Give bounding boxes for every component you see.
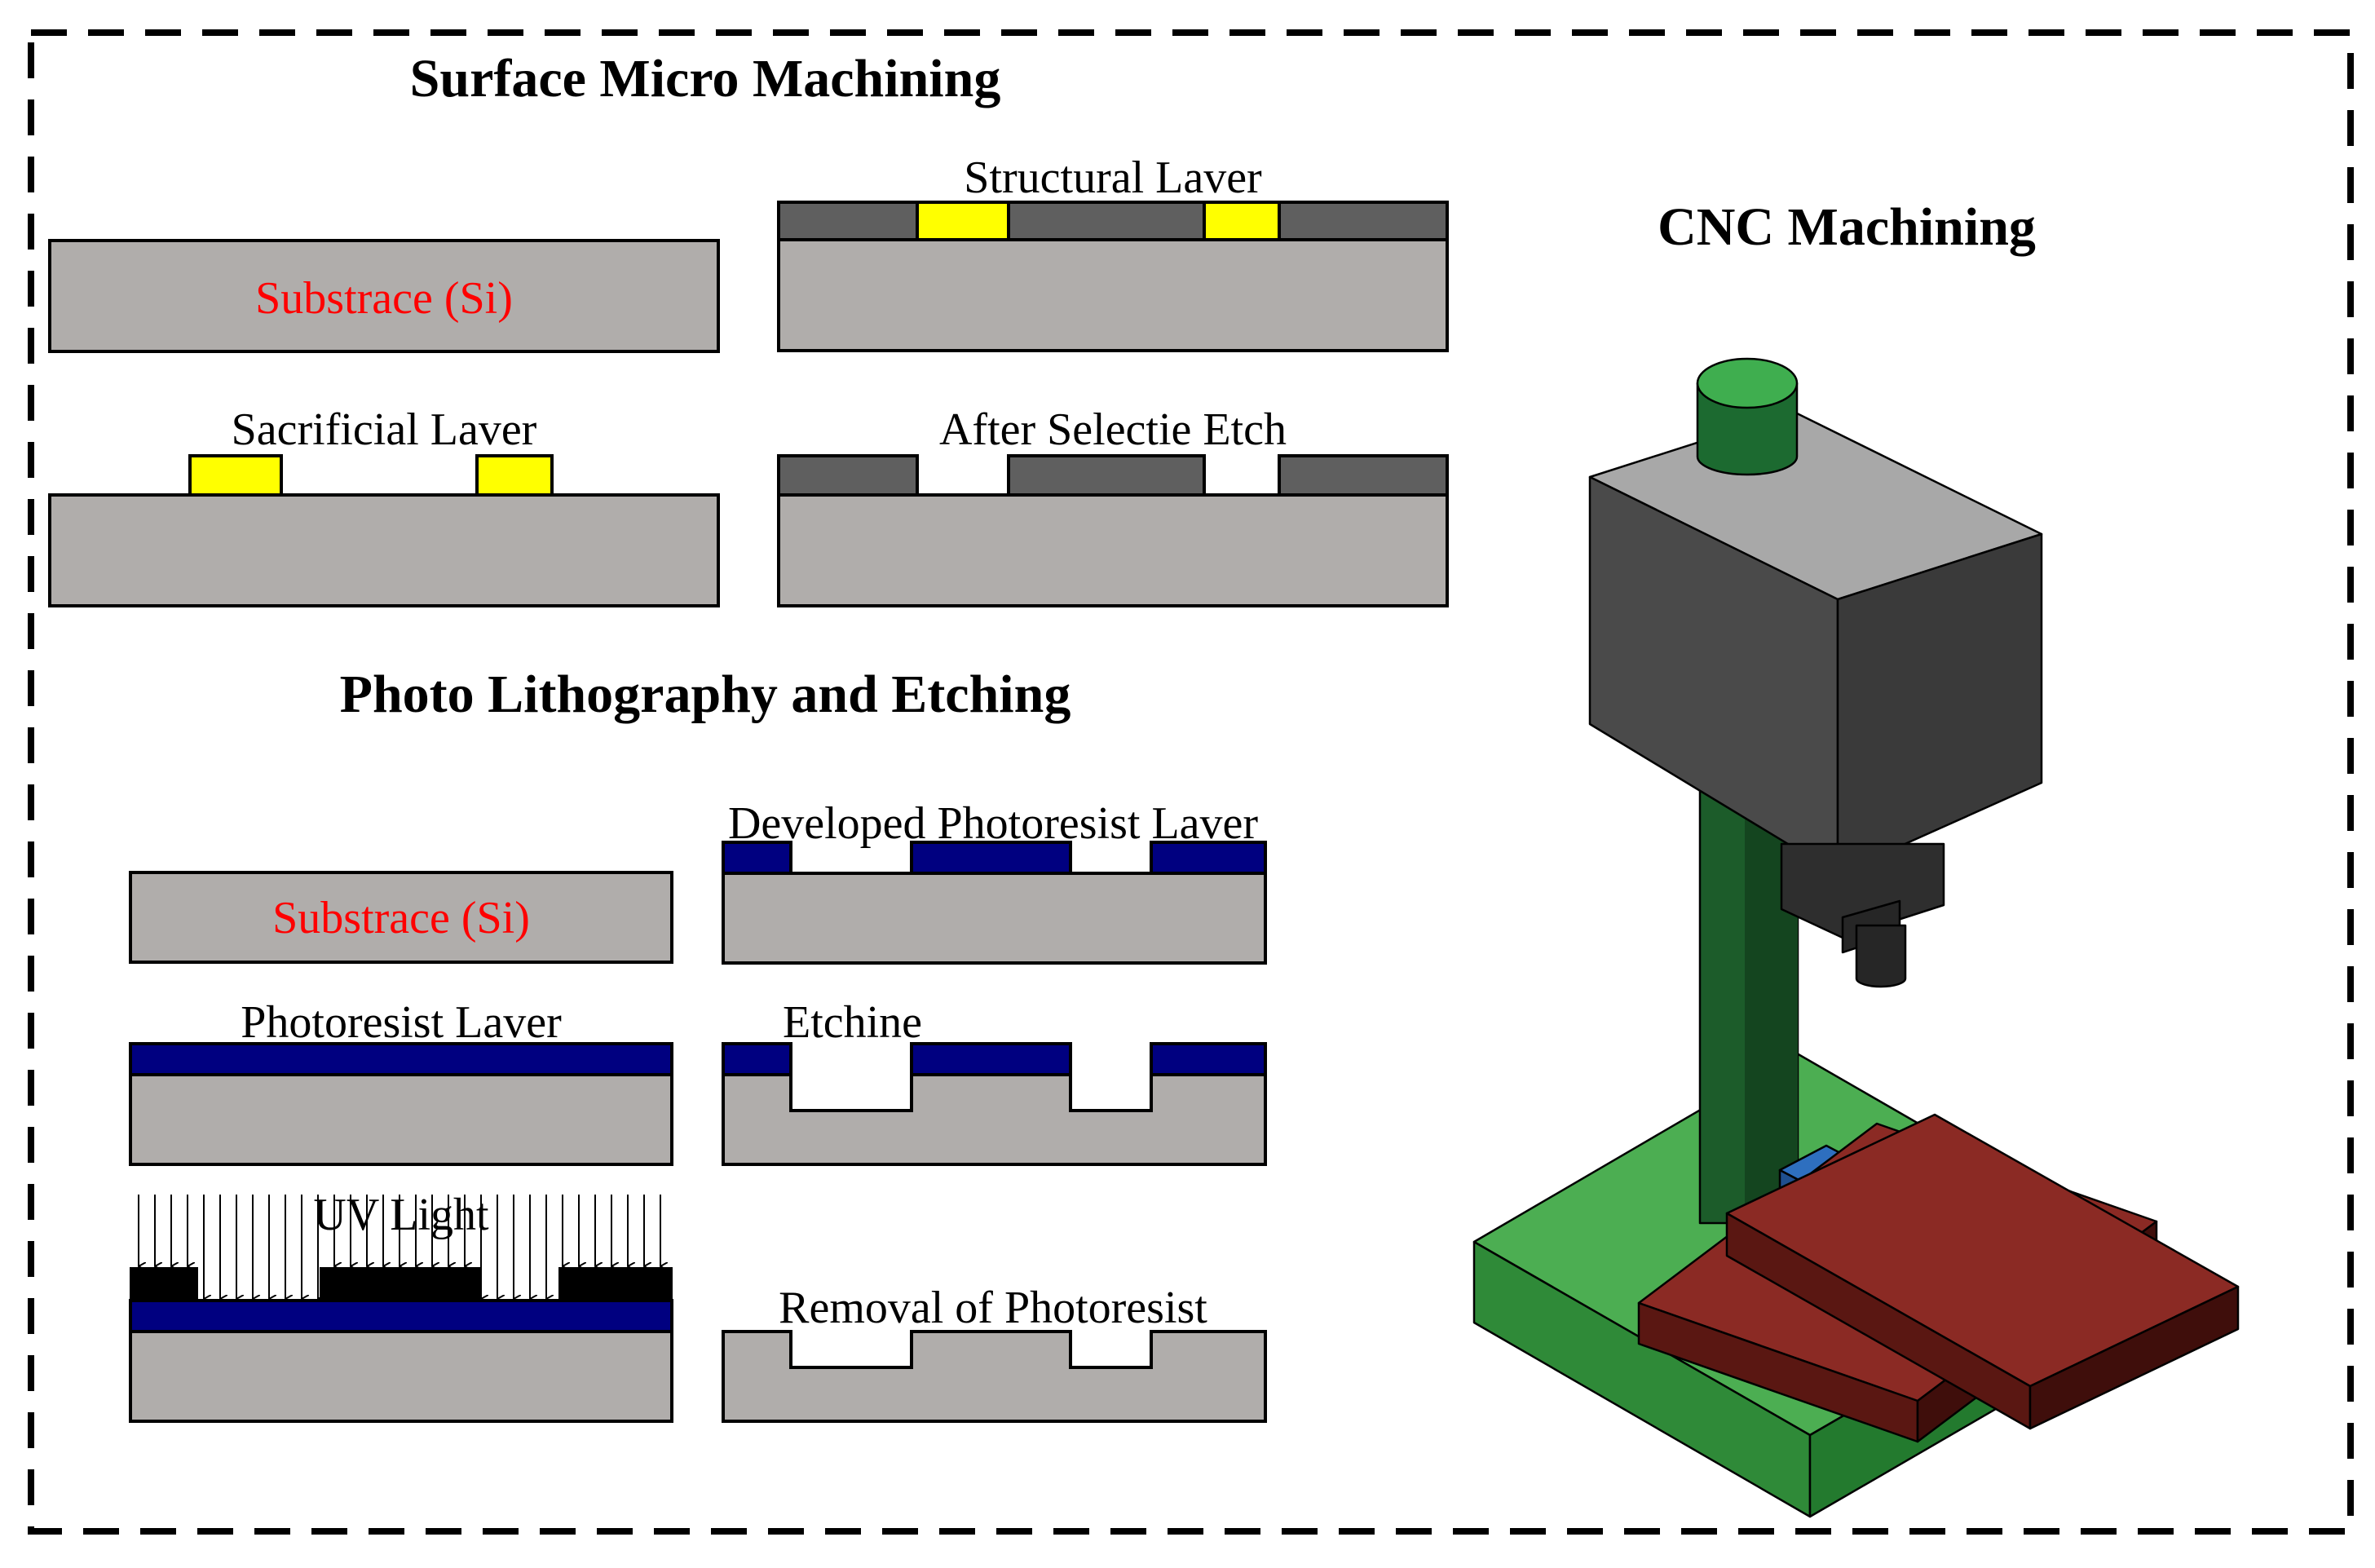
substrate-block [129,1330,673,1423]
pl-step-photoresist: Photoresist Laver [129,997,673,1166]
cnc-section: CNC Machining [1472,197,2240,1518]
cnc-machine [1472,357,2240,1518]
photoresist-segment [1150,841,1267,875]
pl-step-developed: Developed Photoresist Laver [722,798,1267,965]
photoresist-segment [910,841,1072,875]
surface-micromachining-title: Surface Micro Machining [410,49,1001,108]
sacrificial-block [188,454,283,497]
substrate-block [48,239,720,353]
smm-step-etch: After Selectie Etch [777,404,1449,607]
structural-segment [777,454,919,497]
surface-micromachining-section: Surface Micro Machining Substrace (Si) S… [48,49,1449,607]
photolithography-section: Photo Lithography and Etching Substrace … [129,665,1267,1423]
substrate-label: Substrace (Si) [272,893,530,943]
photolithography-title: Photo Lithography and Etching [340,665,1071,724]
cnc-title: CNC Machining [1658,197,2036,257]
photoresist-segment [1150,1042,1267,1076]
photoresist-layer [129,1042,673,1076]
structural-segment [1007,454,1206,497]
etched-substrate [722,1073,1267,1166]
dashed-frame [28,29,2354,1535]
photoresist-segment [722,841,792,875]
cnc-head-side [1836,532,2043,876]
smm-step-structural: Structural Laver [777,152,1449,352]
sacrificial-block [1203,201,1281,241]
structural-layer-label: Structural Laver [964,152,1262,203]
pl-step-substrate: Substrace (Si) [129,871,673,964]
photoresist-layer [129,1299,673,1333]
photoresist-layer-label: Photoresist Laver [241,997,562,1048]
cnc-motor-cylinder [1696,382,1799,476]
photomask-segment [558,1267,673,1301]
substrate-block [722,872,1267,965]
smm-step-substrate: Substrace (Si) [48,239,720,353]
substrate-block [129,1073,673,1166]
substrate-block [777,238,1449,352]
pl-step-etching: Etchine [722,997,1267,1166]
pl-step-removal: Removal of Photoresist [722,1283,1267,1423]
developed-photoresist-label: Developed Photoresist Laver [728,798,1258,849]
uv-arrows [138,1195,660,1299]
smm-step-sacrificial: Sacrificial Laver [48,404,720,607]
photoresist-segment [722,1042,792,1076]
uv-light-label: UV Light [313,1190,489,1240]
cnc-motor-top [1696,357,1799,409]
structural-layer [777,201,1449,241]
photomask-segment [130,1267,198,1301]
substrate-block [777,493,1449,607]
selective-etch-label: After Selectie Etch [939,404,1287,455]
cnc-tool [1855,924,1907,988]
sacrificial-block [475,454,554,497]
substrate-block [129,871,673,964]
etching-label: Etchine [783,997,922,1048]
photomask-segment [320,1267,480,1301]
photoresist-segment [910,1042,1072,1076]
pl-step-uv-exposure: UV Light [129,1190,673,1423]
substrate-block [48,493,720,607]
sacrificial-block [916,201,1010,241]
removal-label: Removal of Photoresist [779,1283,1207,1333]
structural-segment [1278,454,1449,497]
final-substrate [722,1330,1267,1423]
substrate-label: Substrace (Si) [255,273,513,324]
cnc-table-saddle-side [2028,1285,2240,1430]
sacrificial-layer-label: Sacrificial Laver [232,404,537,455]
